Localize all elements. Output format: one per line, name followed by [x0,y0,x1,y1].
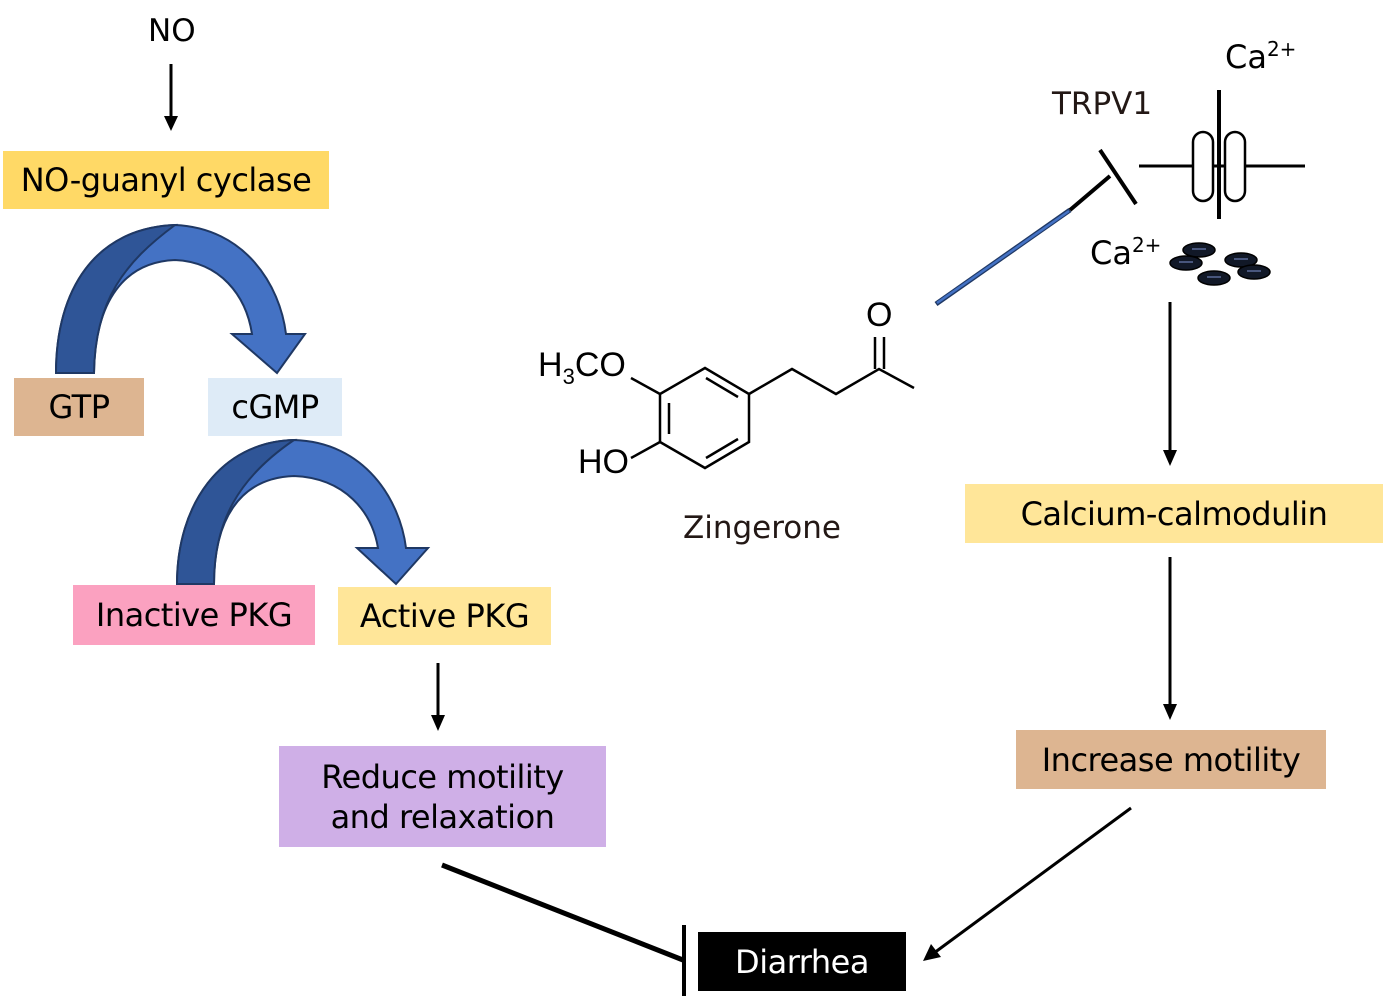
methoxy-co: CO [574,346,626,384]
node-active-pkg: Active PKG [338,587,551,645]
trpv1-channel-icon [1139,90,1305,219]
node-increase-motility: Increase motility [1016,730,1326,789]
node-label: Inactive PKG [95,596,293,634]
node-label: Increase motility [1041,740,1301,779]
node-inactive-pkg: Inactive PKG [73,585,315,645]
trpv1-label: TRPV1 [1052,86,1153,122]
arrow-calcium-to-calmodulin [1163,302,1177,466]
methoxy-group-label: H3CO [538,346,626,390]
node-cgmp: cGMP [208,378,342,436]
ion-charge: 2+ [1266,37,1297,61]
curved-arrow-inactive-to-active-pkg [175,438,431,586]
node-label: Active PKG [359,597,530,635]
zingerone-trpv1-binding-line [934,148,1138,307]
calcium-ion-bottom-label: Ca2+ [1090,233,1161,272]
node-no-guanyl-cyclase: NO-guanyl cyclase [3,151,329,209]
node-calcium-calmodulin: Calcium-calmodulin [965,484,1383,543]
hydroxyl-group-label: HO [578,443,629,481]
arrow-calmodulin-to-increase [1163,557,1177,720]
no-label: NO [148,13,196,49]
curved-arrow-gtp-to-cgmp [54,223,307,375]
node-label: Diarrhea [735,942,869,981]
arrow-no-to-cyclase [164,64,178,131]
node-label: cGMP [231,388,319,426]
arrow-increase-to-diarrhea [923,806,1132,961]
inhibition-reduce-to-diarrhea [441,862,686,996]
ion-charge: 2+ [1131,233,1162,257]
methoxy-h: H [538,346,563,384]
ion-symbol: Ca [1225,38,1267,76]
node-label: NO-guanyl cyclase [20,161,312,199]
arrow-pkg-to-reduce-motility [431,663,445,731]
node-label-line2: and relaxation [330,797,555,836]
zingerone-structure [630,337,915,470]
calcium-ions-icon [1169,242,1271,286]
ion-symbol: Ca [1090,234,1132,272]
carbonyl-oxygen-label: O [866,296,893,334]
node-label: GTP [48,388,111,426]
calcium-ion-top-label: Ca2+ [1225,37,1296,76]
node-label-line1: Reduce motility [321,757,564,796]
zingerone-name-label: Zingerone [683,510,841,546]
methoxy-subscript: 3 [562,363,575,389]
node-reduce-motility: Reduce motility and relaxation [279,746,606,847]
node-diarrhea: Diarrhea [698,932,906,991]
node-gtp: GTP [14,378,144,436]
node-label: Calcium-calmodulin [1020,494,1328,533]
